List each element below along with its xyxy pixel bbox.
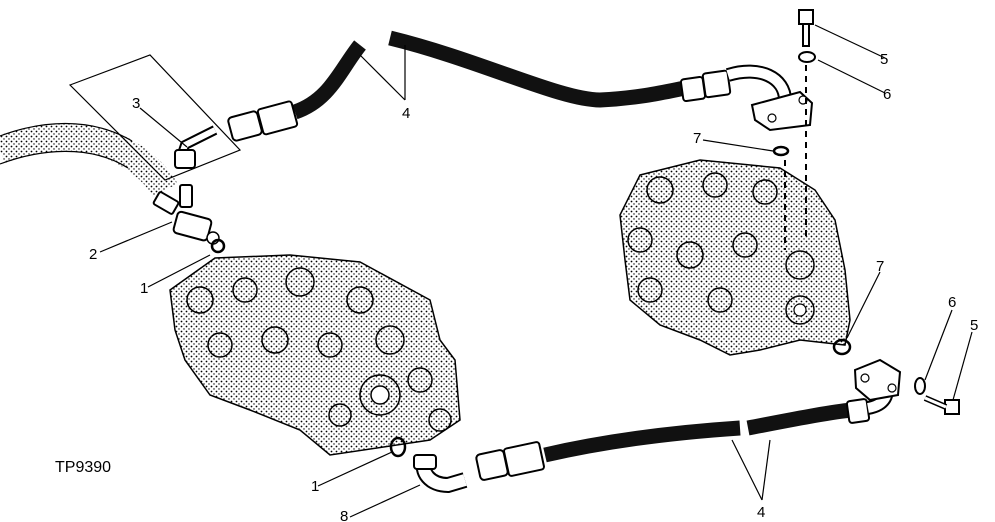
- supply-hose-left: [0, 123, 178, 197]
- o-ring-1-lower: [389, 436, 407, 458]
- washer-6-upper: [798, 51, 816, 63]
- callout-2: 2: [89, 246, 97, 263]
- callout-7-upper: 7: [693, 130, 701, 147]
- callout-3: 3: [132, 95, 140, 112]
- o-ring-1-upper: [210, 238, 226, 254]
- supply-hose-left-outline: [0, 122, 133, 169]
- bolt-5-lower: [923, 395, 960, 415]
- hose-upper: [227, 30, 793, 142]
- elbow-fitting-3: [68, 54, 242, 181]
- control-valve-right: [619, 159, 851, 356]
- elbow-fitting-8: [413, 454, 468, 494]
- callout-5-upper: 5: [880, 51, 888, 68]
- leader-lines: [99, 24, 973, 518]
- control-valve-left: [169, 254, 461, 456]
- flange-lower: [853, 358, 902, 402]
- callout-6-upper: 6: [883, 86, 891, 103]
- callout-4-upper: 4: [402, 105, 410, 122]
- o-ring-7-upper: [772, 145, 790, 157]
- figure-id: TP9390: [55, 459, 111, 476]
- callout-1-upper: 1: [140, 280, 148, 297]
- o-ring-7-lower: [832, 338, 852, 356]
- callout-5-lower: 5: [970, 317, 978, 334]
- washer-6-lower: [914, 377, 926, 395]
- bolt-5-upper: [798, 9, 814, 47]
- callout-8: 8: [340, 508, 348, 522]
- callout-1-lower: 1: [311, 478, 319, 495]
- callout-6-lower: 6: [948, 294, 956, 311]
- tee-fitting-2: [152, 184, 220, 245]
- flange-upper: [750, 90, 814, 132]
- callout-4-lower: 4: [757, 504, 765, 521]
- callout-7-lower: 7: [876, 258, 884, 275]
- hose-lower: [475, 377, 894, 481]
